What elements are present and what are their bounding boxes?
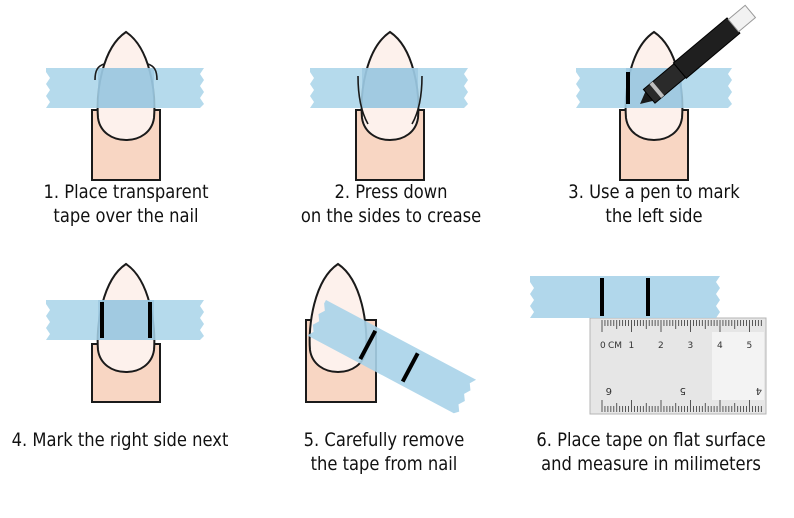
tape-over-nail [98, 300, 154, 340]
ruler-tick-group [601, 320, 762, 412]
ruler-unit-label: CM [608, 341, 622, 351]
step-5-caption: 5. Carefully remove the tape from nail [303, 429, 465, 475]
step-3-illustration [576, 4, 757, 181]
ruler-number-bottom: 5 [680, 385, 686, 396]
step-1-illustration [46, 30, 204, 181]
ruler-number-group: 1 2 3 4 5 0 6 5 4 [600, 341, 762, 396]
crease-left [357, 75, 369, 125]
step-4-caption: 4. Mark the right side next [11, 429, 229, 451]
step-6-illustration: CM 1 2 3 4 5 0 6 5 4 [530, 276, 767, 415]
peeled-tape [307, 300, 477, 414]
flat-tape [530, 276, 720, 318]
ruler-number-top: 2 [658, 341, 664, 351]
ruler-number-top: 5 [747, 341, 753, 351]
ruler-number-top: 4 [717, 341, 723, 351]
step-2-caption: 2. Press down on the sides to crease [300, 181, 482, 227]
ruler-number-top: 3 [688, 341, 694, 351]
step-5-illustration [305, 262, 477, 414]
left-mark [358, 329, 378, 360]
ruler-number-top: 0 [600, 341, 606, 351]
ruler-number-bottom: 6 [606, 385, 612, 396]
step-2-illustration [310, 30, 468, 181]
tape-over-nail [98, 68, 154, 108]
step-4-illustration [46, 262, 204, 403]
step-3-caption: 3. Use a pen to mark the left side [568, 181, 740, 227]
ruler-number-bottom: 4 [756, 385, 762, 396]
pen-icon [640, 4, 757, 104]
step-1-caption: 1. Place transparent tape over the nail [43, 181, 209, 227]
ruler-number-top: 1 [629, 341, 635, 351]
right-mark [400, 352, 420, 383]
crease-right [411, 75, 423, 125]
tape-over-nail [362, 68, 418, 108]
step-6-caption: 6. Place tape on flat surface and measur… [536, 429, 766, 475]
